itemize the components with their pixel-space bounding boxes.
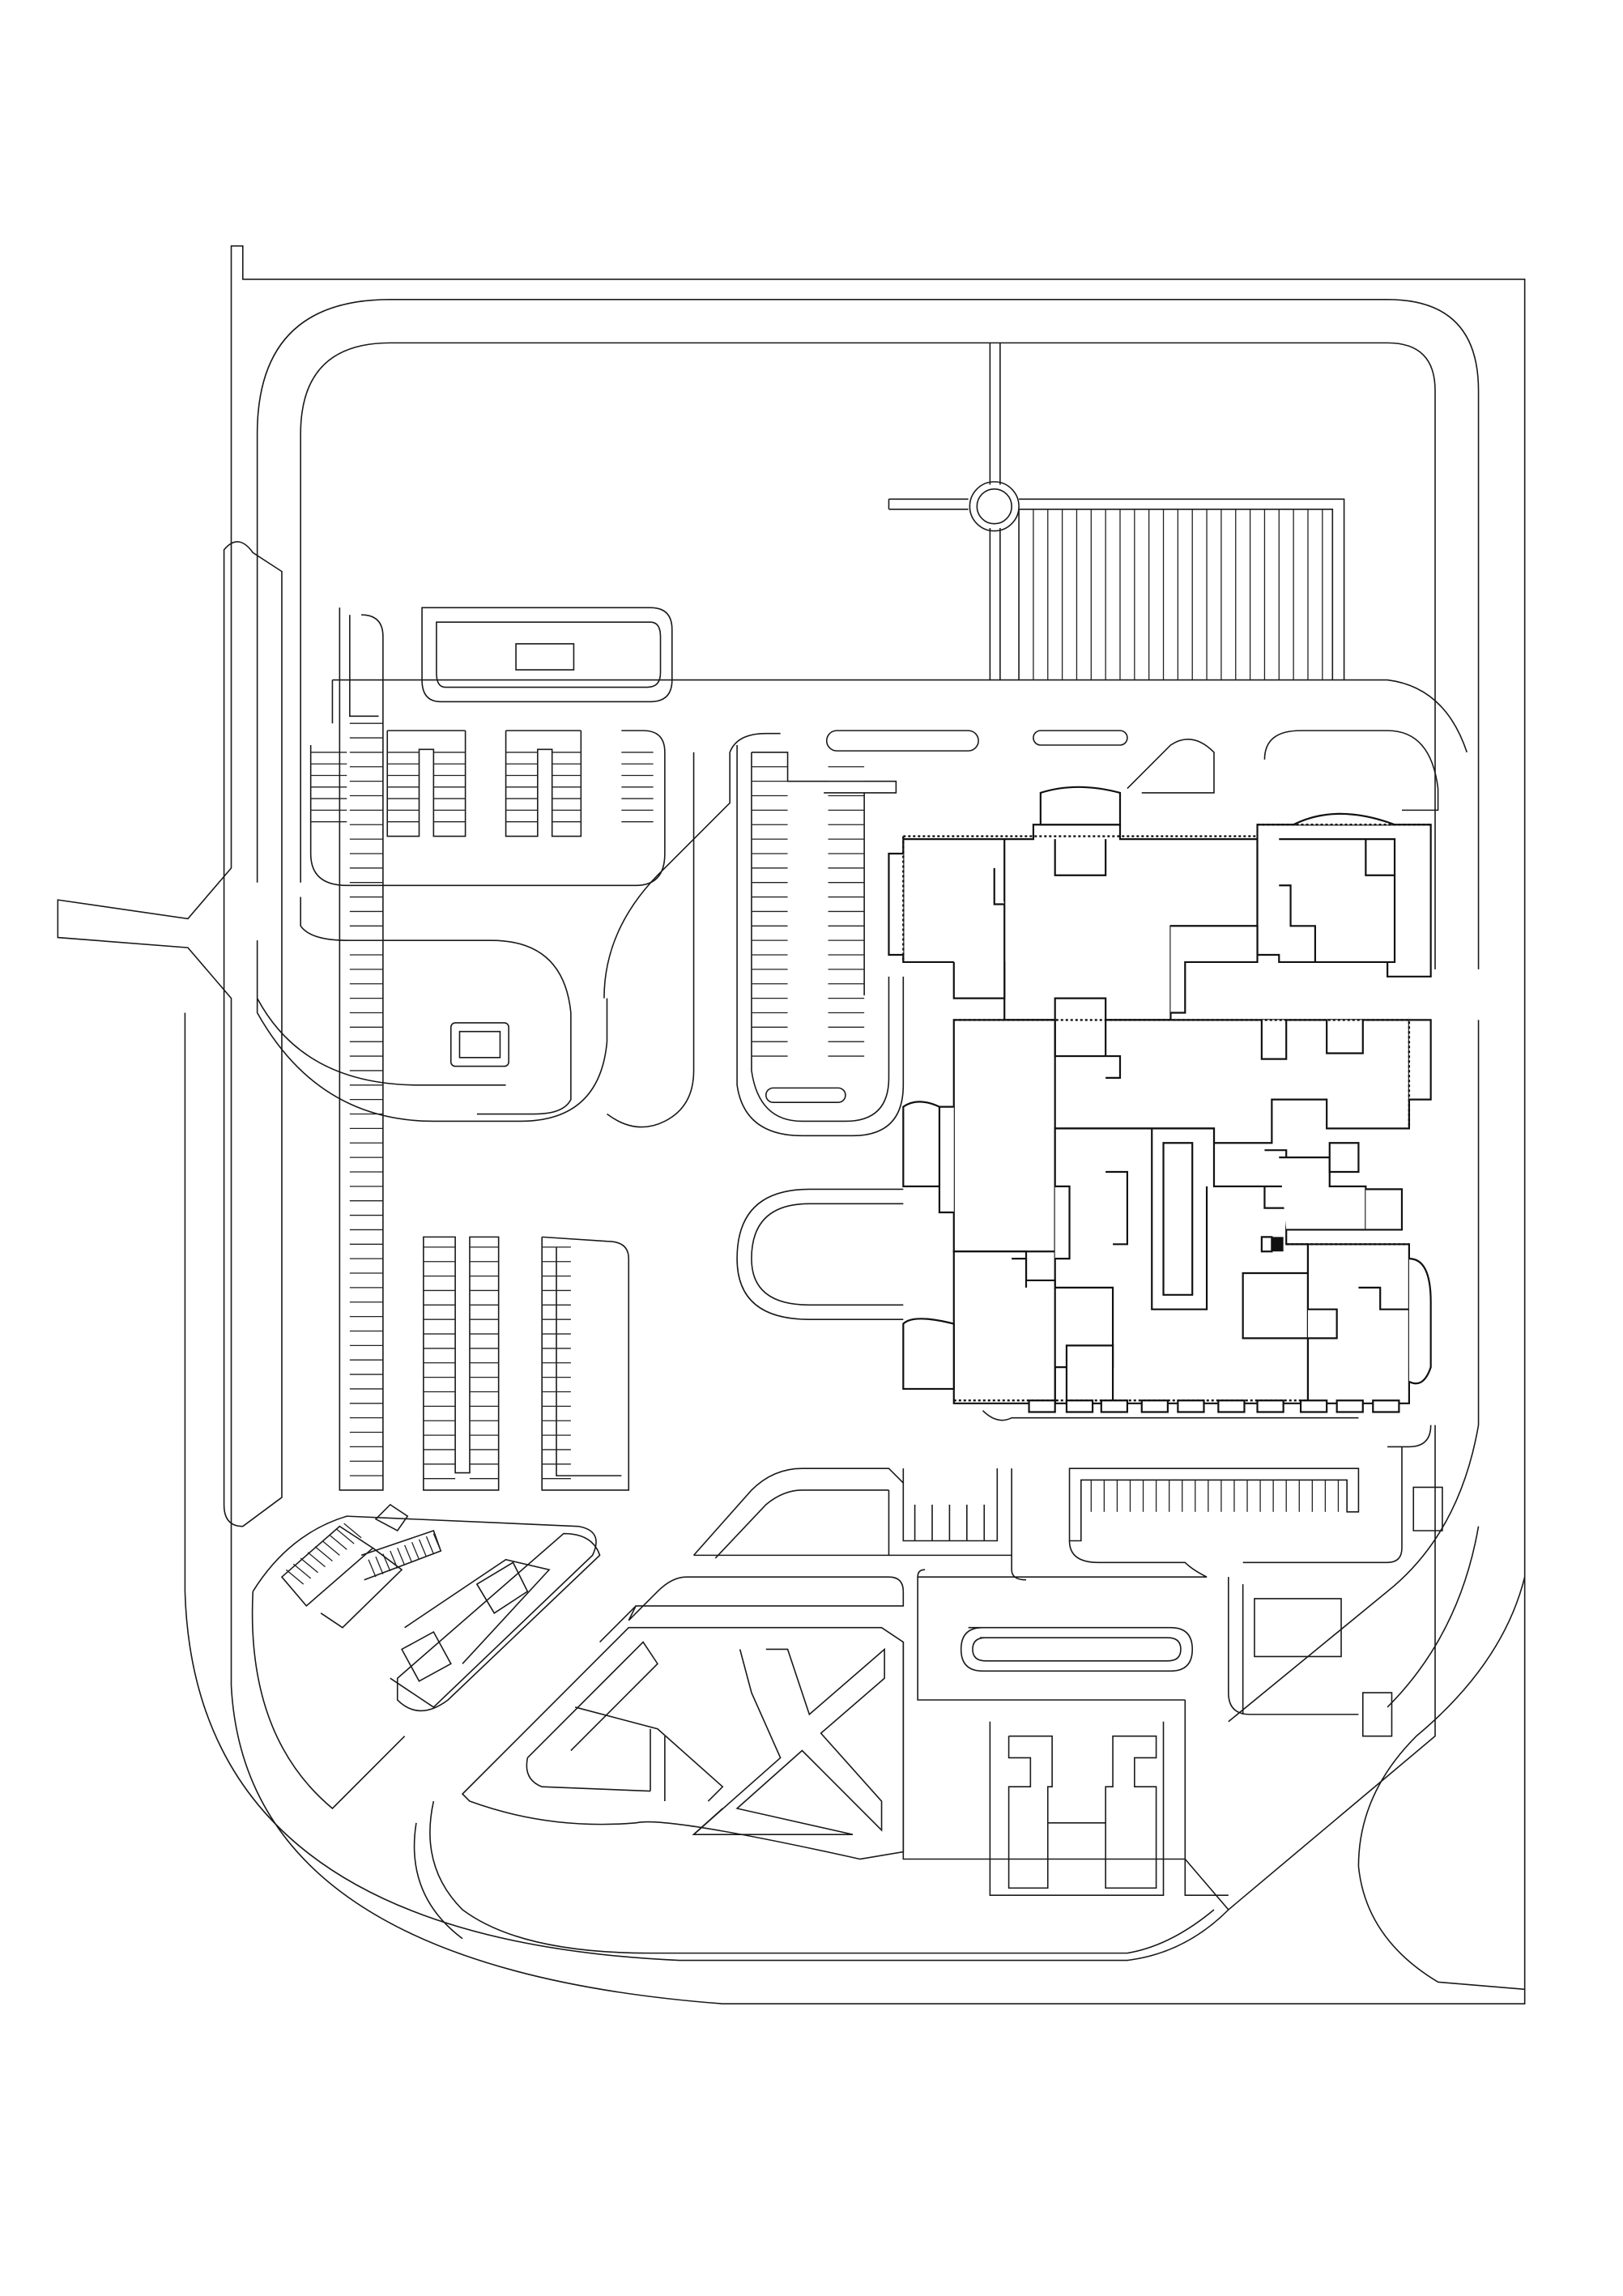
entrance-drop-off [737,1088,903,1319]
parking-stall-line [330,1535,347,1549]
parking-stall-line [293,1564,310,1578]
facade-bay [1029,1400,1055,1412]
parking-stall-line [405,1545,412,1562]
parking-stall-line [286,1570,303,1584]
facade-bay [1142,1400,1168,1412]
east-road-edge [982,1411,1430,1447]
northwest-parking [258,731,665,1121]
facade-bay [1067,1400,1093,1412]
parking-stall-line [398,1548,405,1565]
parking-stall-line [383,1554,390,1571]
centre-north-parking [604,731,1438,1135]
parking-stall-line [300,1558,317,1573]
parking-stall-line [426,1536,433,1553]
southwest-parking [253,1505,600,1808]
parking-stall-line [433,1534,441,1551]
facade-bay [1301,1400,1327,1412]
main-building [888,787,1430,1412]
parking-stall-line [376,1557,383,1574]
site-boundary [58,246,1524,2004]
north-parking [332,343,1467,752]
facade-bay [1373,1400,1399,1412]
southeast-area [918,1446,1524,1989]
parking-stall-line [368,1560,376,1577]
facade-bay [1258,1400,1284,1412]
facade-bay [1218,1400,1244,1412]
perimeter-road [185,300,1478,1961]
parking-stall-line [315,1547,332,1561]
parking-stall-line [308,1553,325,1567]
parking-stall-line [344,1523,361,1538]
facade-bay [1101,1400,1127,1412]
parking-stall-line [412,1542,420,1559]
parking-stall-line [322,1541,339,1556]
parking-stall-line [420,1540,427,1557]
parking-stall-line [337,1529,354,1544]
parking-stall-line [390,1551,398,1568]
facade-bay [1178,1400,1203,1412]
west-parking [224,542,672,1527]
south-plaza [415,1468,1229,1953]
facade-bay [1337,1400,1363,1412]
